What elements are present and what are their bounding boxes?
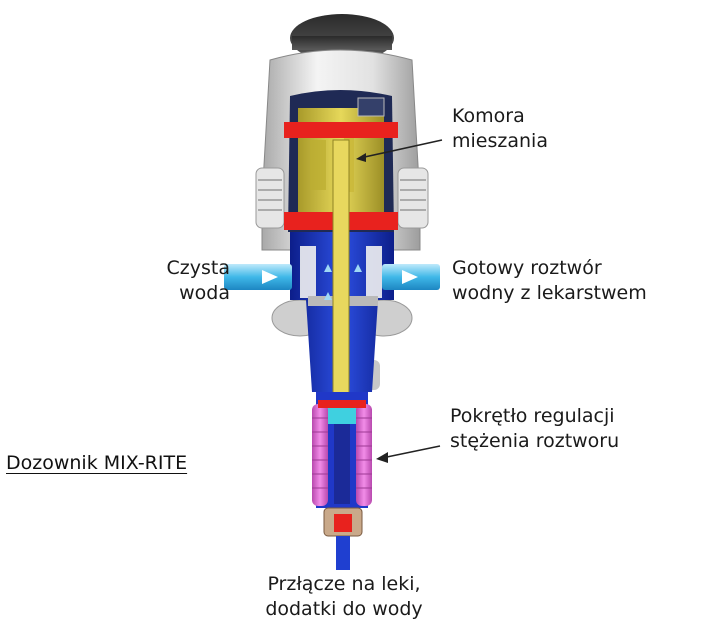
central-shaft: [332, 139, 350, 401]
label-mixing-chamber: Komora mieszania: [452, 105, 548, 152]
flow-up-arrows: [324, 264, 362, 300]
label-ready-solution: Gotowy roztwór wodny z lekarstwem: [452, 257, 647, 304]
inlet-pipe: [224, 264, 292, 290]
top-cap: [290, 14, 394, 62]
label-clean-water: Czysta woda: [166, 257, 230, 304]
label-connector: Przłącze na leki, dodatki do wody: [265, 573, 423, 620]
concentration-knob: [312, 400, 372, 506]
outlet-pipe: [382, 264, 440, 290]
label-concentration-knob: Pokrętło regulacji stężenia roztworu: [450, 405, 620, 452]
bottom-connector: [323, 507, 363, 570]
leader-line-mixing-chamber: [356, 139, 443, 162]
red-seal-upper: [284, 122, 398, 138]
leader-line-knob: [376, 445, 441, 463]
diagram-title: Dozownik MIX-RITE: [6, 452, 188, 474]
